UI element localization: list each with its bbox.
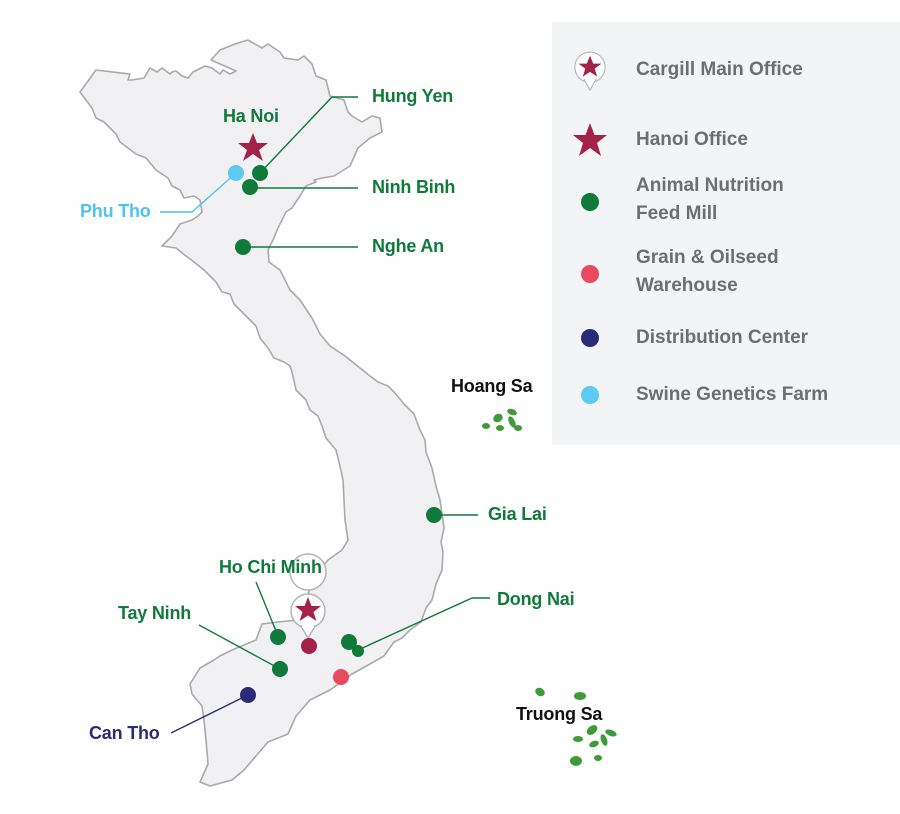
legend-label: Animal Nutrition Feed Mill — [636, 172, 886, 228]
legend-label: Hanoi Office — [636, 129, 748, 150]
label-ninh-binh: Ninh Binh — [372, 177, 456, 197]
label-ha-noi: Ha Noi — [223, 106, 279, 126]
label-hoang-sa: Hoang Sa — [451, 376, 533, 396]
ho-chi-minh-marker[interactable] — [270, 629, 286, 645]
tay-ninh-marker[interactable] — [272, 661, 288, 677]
hung-yen-marker[interactable] — [252, 165, 268, 181]
star-icon — [572, 122, 608, 158]
map-markers — [228, 133, 442, 703]
dong-nai-marker-2[interactable] — [352, 645, 364, 657]
leader-phu-tho — [160, 172, 237, 213]
legend-label: Cargill Main Office — [636, 59, 803, 80]
legend-label-line2: Warehouse — [636, 275, 738, 296]
hoang-sa-islands — [482, 408, 522, 431]
dot-icon — [572, 256, 608, 292]
dot-icon — [572, 377, 608, 413]
dot-icon — [572, 320, 608, 356]
label-can-tho: Can Tho — [89, 723, 160, 743]
dot-icon — [572, 184, 608, 220]
truong-sa-islands — [535, 687, 617, 766]
gia-lai-marker[interactable] — [426, 507, 442, 523]
star-pin-icon — [572, 48, 608, 98]
leader-dong-nai — [357, 597, 490, 651]
leader-can-tho — [170, 694, 249, 734]
hanoi-office-star-icon[interactable] — [238, 133, 268, 161]
legend-item-grain-warehouse: Grain & Oilseed Warehouse — [552, 244, 900, 304]
legend-item-feed-mill: Animal Nutrition Feed Mill — [552, 172, 900, 232]
label-tay-ninh: Tay Ninh — [118, 603, 192, 623]
label-gia-lai: Gia Lai — [488, 504, 547, 524]
label-dong-nai: Dong Nai — [497, 589, 575, 609]
grain-warehouse-marker[interactable] — [333, 669, 349, 685]
cargill-main-office-pin-icon[interactable] — [289, 553, 327, 639]
legend-label-line1: Grain & Oilseed — [636, 247, 779, 268]
leader-ho-chi-minh — [255, 581, 279, 637]
can-tho-marker[interactable] — [240, 687, 256, 703]
hcm-office-marker[interactable] — [301, 638, 317, 654]
label-ho-chi-minh: Ho Chi Minh — [219, 557, 322, 577]
dong-nai-marker[interactable] — [341, 634, 357, 650]
legend-label-line1: Animal Nutrition — [636, 175, 784, 196]
legend-item-hanoi-office: Hanoi Office — [552, 122, 900, 158]
leader-hung-yen — [259, 96, 358, 174]
label-phu-tho: Phu Tho — [80, 201, 151, 221]
legend-item-distribution-center: Distribution Center — [552, 320, 900, 356]
phu-tho-marker[interactable] — [228, 165, 244, 181]
legend-label-line2: Feed Mill — [636, 203, 718, 224]
legend-label: Distribution Center — [636, 327, 809, 348]
legend-panel: Cargill Main Office Hanoi Office Animal … — [552, 22, 900, 445]
leader-tay-ninh — [198, 624, 281, 670]
ninh-binh-marker[interactable] — [242, 179, 258, 195]
legend-item-swine-farm: Swine Genetics Farm — [552, 377, 900, 413]
legend-label: Swine Genetics Farm — [636, 384, 829, 405]
nghe-an-marker[interactable] — [235, 239, 251, 255]
label-nghe-an: Nghe An — [372, 236, 444, 256]
legend-label: Grain & Oilseed Warehouse — [636, 244, 886, 300]
label-hung-yen: Hung Yen — [372, 86, 454, 106]
vietnam-land — [79, 39, 445, 787]
label-truong-sa: Truong Sa — [516, 704, 603, 724]
legend-item-cargill-main-office: Cargill Main Office — [552, 48, 900, 98]
